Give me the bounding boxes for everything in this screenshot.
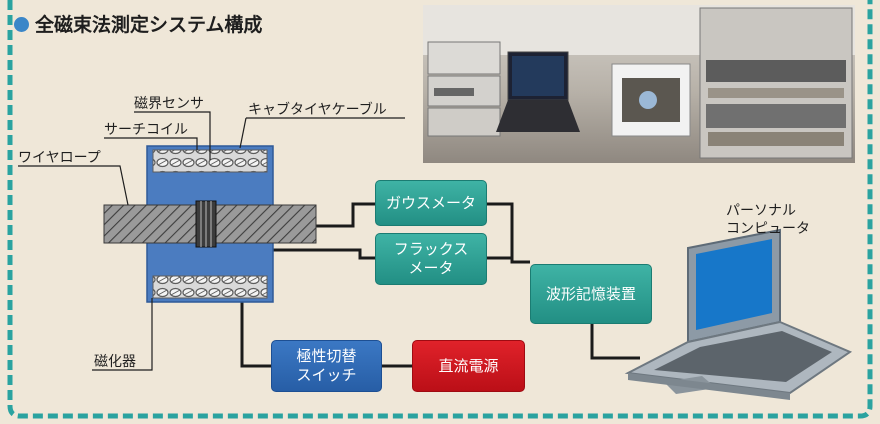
- wire-recorder-to-pc: [590, 324, 640, 360]
- label-magnetizer: 磁化器: [94, 354, 136, 370]
- dc-power-block: 直流電源: [412, 340, 525, 392]
- equipment-photo: [423, 5, 855, 163]
- waveform-recorder-block: 波形記憶装置: [530, 264, 652, 324]
- wire-coil-to-flux: [207, 248, 375, 260]
- label-search-coil: サーチコイル: [104, 122, 188, 138]
- diagram-title: 全磁束法測定システム構成: [14, 10, 262, 37]
- label-cabtire-cable: キャブタイヤケーブル: [248, 102, 387, 118]
- flux-meter-block: フラックス メータ: [375, 233, 487, 285]
- wire-gauss-to-recorder: [487, 202, 530, 264]
- polarity-switch-block: 極性切替 スイッチ: [271, 340, 382, 392]
- dashed-border: [7, 0, 873, 419]
- label-magnetic-sensor: 磁界センサ: [134, 96, 204, 112]
- title-text: 全磁束法測定システム構成: [35, 14, 263, 36]
- label-wire-rope: ワイヤロープ: [18, 150, 101, 166]
- laptop-illustration: [624, 228, 853, 400]
- leader-lines: [18, 111, 405, 371]
- gauss-meter-block: ガウスメータ: [375, 180, 487, 226]
- label-personal-computer: パーソナル コンピュータ: [726, 203, 810, 238]
- wire-magnetizer-to-switch: [240, 296, 271, 368]
- title-bullet-icon: [14, 17, 29, 32]
